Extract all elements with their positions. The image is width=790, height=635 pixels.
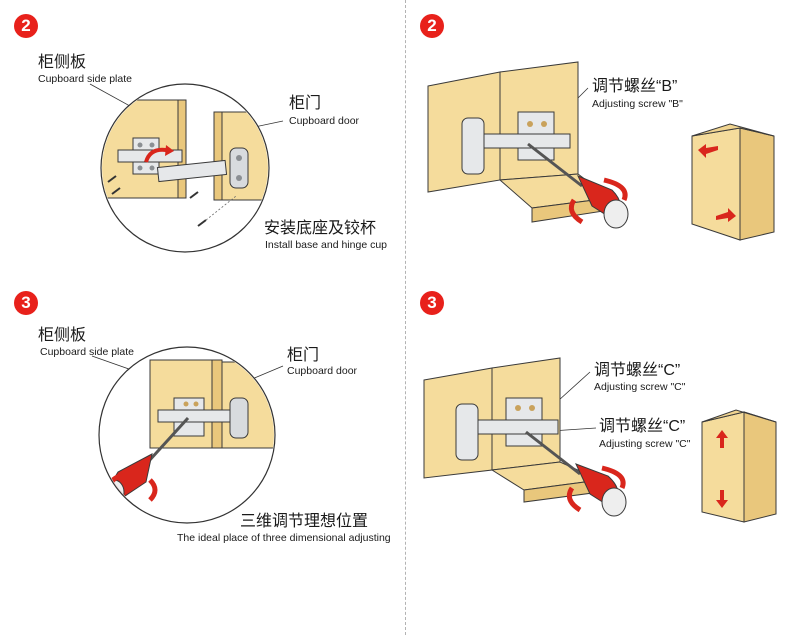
screwdriver-shaft <box>527 142 583 188</box>
screw-b-label-cn: 调节螺丝“B” <box>592 78 678 95</box>
rotate-arrow-icon <box>603 177 628 201</box>
side-plate-label-cn: 柜侧板 <box>38 327 87 344</box>
mini-cabinet-top <box>691 123 775 137</box>
screw-hole <box>149 142 155 148</box>
red-arrow-head <box>165 145 174 156</box>
step-badge-3-bottom-right: 3 <box>420 291 444 315</box>
ideal-label-cn: 三维调节理想位置 <box>240 513 369 530</box>
panel-divider <box>405 0 406 635</box>
screwdriver-shaft <box>525 430 581 476</box>
arrow-left-icon <box>698 144 718 158</box>
screwdriver-cap <box>603 199 629 229</box>
screwdriver-cap <box>601 487 627 517</box>
step-badge-2-top-right: 2 <box>420 14 444 38</box>
screw-hole <box>515 405 521 411</box>
hinge-cup <box>455 403 479 461</box>
arrow-down-icon <box>716 490 728 508</box>
rotate-arrow-icon <box>566 486 582 513</box>
step-badge-3-bottom-left: 3 <box>14 291 38 315</box>
step-badge-2-top-left: 2 <box>14 14 38 38</box>
door-label-en: Cupboard door <box>289 115 360 127</box>
side-plate-label-cn: 柜侧板 <box>38 54 87 71</box>
hinge-cup <box>229 397 249 439</box>
door-label-en: Cupboard door <box>287 365 358 377</box>
hinge-cup <box>229 147 249 189</box>
hinge-arm-lower <box>156 159 228 183</box>
arrow-right-icon <box>716 208 736 222</box>
screw-hole <box>236 175 242 181</box>
hinge-arm <box>477 419 559 435</box>
red-arrow <box>144 147 167 163</box>
screw-c-label-en: Adjusting screw "C" <box>594 381 686 393</box>
ideal-label-en: The ideal place of three dimensional adj… <box>177 532 391 544</box>
screw-hole <box>527 121 533 127</box>
screw-hole <box>193 401 199 407</box>
screw-hole <box>236 155 242 161</box>
rotate-arrow-icon <box>568 198 584 225</box>
screw-hole <box>137 142 143 148</box>
hinge-arm <box>483 133 571 149</box>
arrow-up-icon <box>716 430 728 448</box>
screw-hole <box>541 121 547 127</box>
mini-cabinet-top <box>701 409 777 423</box>
install-label-cn: 安装底座及铰杯 <box>264 220 377 237</box>
rotate-arrow-icon <box>601 465 626 489</box>
screw-b-label-en: Adjusting screw "B" <box>592 98 683 110</box>
side-plate-label-en: Cupboard side plate <box>38 73 132 85</box>
install-label-en: Install base and hinge cup <box>265 239 388 251</box>
side-plate-label-en: Cupboard side plate <box>40 346 134 358</box>
door-label-cn: 柜门 <box>287 347 320 364</box>
screw-c2-label-cn: 调节螺丝“C” <box>599 418 686 435</box>
rotate-arrow-icon <box>148 478 158 502</box>
screw-c2-label-en: Adjusting screw "C" <box>599 438 691 450</box>
screw-hole <box>149 165 155 171</box>
door-label-cn: 柜门 <box>289 95 322 112</box>
screwdriver-shaft <box>146 416 190 464</box>
screw-hole <box>183 401 189 407</box>
screw-hole <box>529 405 535 411</box>
screw-icon <box>107 175 237 227</box>
screw-hole <box>137 165 143 171</box>
screw-c-label-cn: 调节螺丝“C” <box>594 362 681 379</box>
mini-cabinet-side <box>743 411 777 523</box>
